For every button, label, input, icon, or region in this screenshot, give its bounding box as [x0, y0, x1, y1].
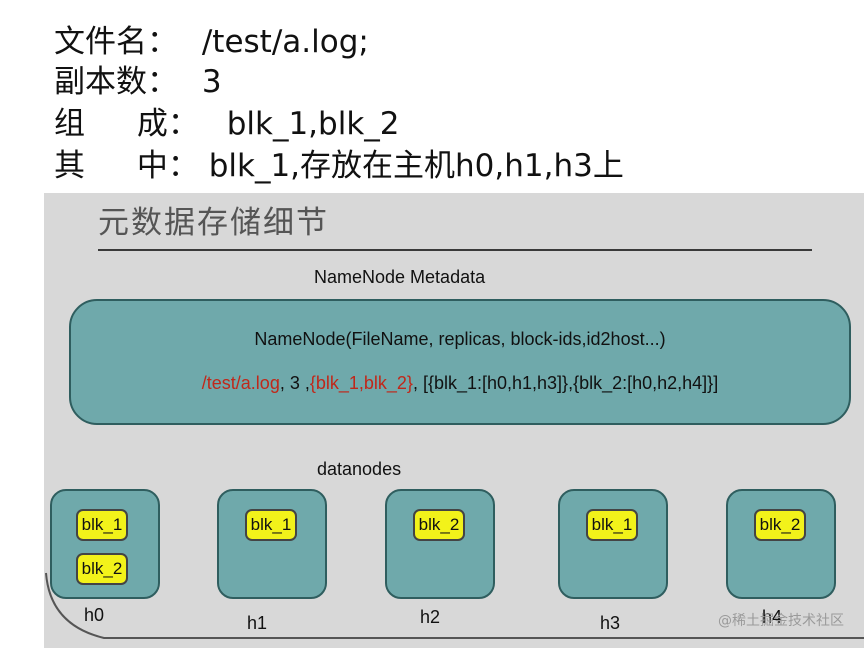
block-h1-blk1: blk_1 [245, 509, 297, 541]
block-h3-blk1: blk_1 [586, 509, 638, 541]
composition-label-part1: 组 [54, 106, 85, 142]
slide-title: 元数据存储细节 [98, 205, 329, 241]
replicas-value: 3 [201, 64, 222, 100]
composition-line: 组 成： blk_1,blk_2 [54, 106, 400, 142]
datanode-h4: blk_2 [726, 489, 836, 599]
datanode-h0: blk_1 blk_2 [50, 489, 160, 599]
host-label-h0: h0 [84, 605, 105, 625]
among-value: blk_1,存放在主机h0,h1,h3上 [208, 148, 624, 184]
replicas-label: 副本数： [54, 64, 178, 100]
block-h2-blk2: blk_2 [413, 509, 465, 541]
namenode-schema-text: NameNode(FileName, replicas, block-ids,i… [254, 329, 666, 349]
host-label-h1: h1 [247, 613, 268, 633]
record-blocks: {blk_1,blk_2} [309, 373, 413, 393]
record-mapping: , [{blk_1:[h0,h1,h3]},{blk_2:[h0,h2,h4]}… [412, 373, 719, 393]
among-line: 其 中： blk_1,存放在主机h0,h1,h3上 [54, 148, 624, 184]
block-h0-blk1: blk_1 [76, 509, 128, 541]
host-label-h4: h4 [762, 607, 783, 627]
host-label-h2: h2 [420, 607, 441, 627]
composition-label-part2: 成： [136, 106, 199, 142]
among-label-part2: 中： [136, 148, 199, 184]
replicas-line: 副本数： 3 [54, 64, 222, 100]
datanode-h1: blk_1 [217, 489, 327, 599]
datanode-h2: blk_2 [385, 489, 495, 599]
namenode-record-text: /test/a.log, 3 ,{blk_1,blk_2}, [{blk_1:[… [71, 373, 849, 394]
record-path: /test/a.log [201, 373, 280, 393]
namenode-metadata-box: NameNode(FileName, replicas, block-ids,i… [69, 299, 851, 425]
watermark-text: @稀土掘金技术社区 [718, 613, 844, 629]
file-name-label: 文件名： [54, 24, 178, 60]
slide-frame-curve [45, 572, 864, 639]
composition-value: blk_1,blk_2 [226, 106, 400, 142]
record-replicas: , 3 , [279, 373, 310, 393]
title-divider [98, 249, 812, 251]
block-h0-blk2: blk_2 [76, 553, 128, 585]
host-label-h3: h3 [600, 613, 621, 633]
block-h4-blk2: blk_2 [754, 509, 806, 541]
metadata-slide: 元数据存储细节 NameNode Metadata NameNode(FileN… [44, 193, 864, 648]
datanode-h3: blk_1 [558, 489, 668, 599]
among-label-part1: 其 [54, 148, 85, 184]
datanodes-heading: datanodes [317, 459, 402, 479]
file-name-value: /test/a.log; [201, 24, 369, 60]
namenode-metadata-heading: NameNode Metadata [314, 267, 486, 287]
file-name-line: 文件名： /test/a.log; [54, 24, 369, 60]
